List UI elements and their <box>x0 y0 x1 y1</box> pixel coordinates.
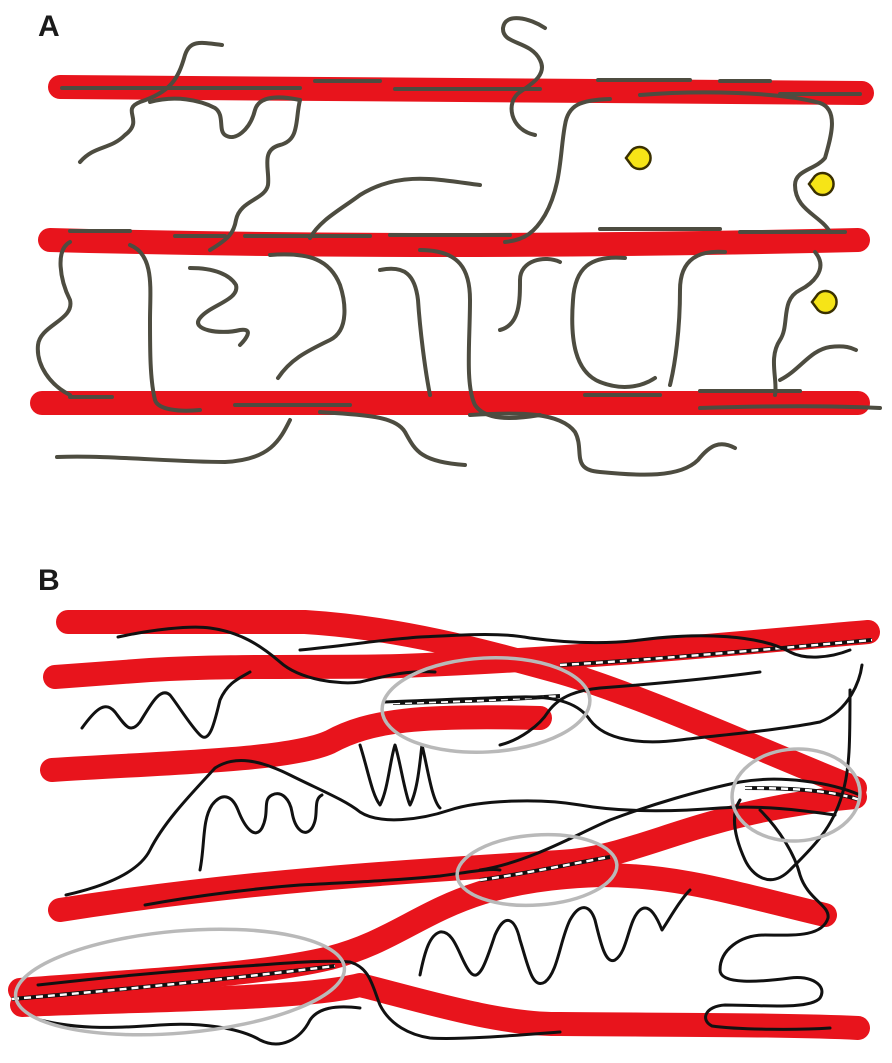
polymer-chain <box>771 250 823 397</box>
polymer-chain <box>668 249 727 387</box>
polymer-chain <box>268 252 347 380</box>
polymer-chain <box>298 632 852 659</box>
highlight-ellipse <box>13 927 347 1037</box>
fiber-b-4 <box>48 785 867 922</box>
pac-man-enzyme-icon <box>807 171 835 197</box>
highlight-ellipse <box>455 832 619 908</box>
polymer-chain <box>501 16 547 137</box>
panel-a-fibers <box>30 75 874 415</box>
polymer-chain <box>78 40 224 164</box>
panel-b-fibers <box>8 610 880 1040</box>
panel-b-label: B <box>38 564 60 597</box>
panel-a-label: A <box>38 10 60 43</box>
pac-man-enzyme-icon <box>624 145 652 171</box>
adsorbed-segment <box>479 855 611 882</box>
highlight-ellipse <box>730 747 862 843</box>
polymer-chain <box>418 888 692 985</box>
polymer-chain <box>733 688 852 882</box>
polymer-chain <box>503 97 612 244</box>
adsorbed-segment <box>559 638 873 667</box>
panel-a-bound-segments <box>60 78 862 407</box>
polymer-chain <box>498 257 562 332</box>
panel-b-highlights <box>13 655 862 1037</box>
polymer-chain <box>143 868 502 907</box>
polymer-chain <box>198 792 324 872</box>
polymer-chain <box>704 808 832 1031</box>
polymer-chain <box>80 670 252 739</box>
panel-a-enzymes <box>624 145 838 315</box>
polymer-chain <box>308 176 482 240</box>
fiber-b-3 <box>40 705 552 782</box>
panel-a-chains <box>35 16 882 477</box>
pac-man-enzyme-icon <box>810 289 838 315</box>
adsorbed-segment <box>11 964 336 1001</box>
fiber-b-1 <box>56 610 867 800</box>
polymer-chain <box>698 404 882 410</box>
fiber-b-6 <box>10 973 870 1040</box>
panel-b-dashed-segments <box>11 638 873 1001</box>
highlight-ellipse <box>380 655 592 755</box>
fiber-b-5 <box>8 863 837 1002</box>
polymer-chain <box>55 418 292 464</box>
polymer-chain <box>418 248 542 420</box>
polymer-chain <box>638 90 834 234</box>
polymer-chain <box>778 344 858 382</box>
polymer-chain <box>38 1005 362 1046</box>
fiber-a-2 <box>38 228 870 257</box>
polymer-chain <box>468 411 737 477</box>
polymer-chain <box>128 243 202 413</box>
adsorbed-segment <box>744 786 861 802</box>
panel-a: A <box>30 10 882 477</box>
polymer-chain <box>378 266 432 397</box>
polymer-chain <box>208 98 302 252</box>
polymer-chain <box>358 743 442 810</box>
polymer-chain <box>148 95 302 139</box>
polymer-chain <box>64 759 837 897</box>
polymer-chain <box>36 959 562 1040</box>
fiber-b-2 <box>43 620 880 689</box>
polymer-chain <box>318 410 467 467</box>
polymer-chain <box>570 255 657 389</box>
panel-b-chains <box>36 625 864 1046</box>
polymer-chain <box>35 240 73 397</box>
polymer-chain <box>478 777 862 872</box>
polymer-chain <box>116 625 437 685</box>
polymer-chain <box>383 663 864 744</box>
polymer-chain <box>188 266 250 347</box>
panel-b: B <box>8 564 880 1046</box>
